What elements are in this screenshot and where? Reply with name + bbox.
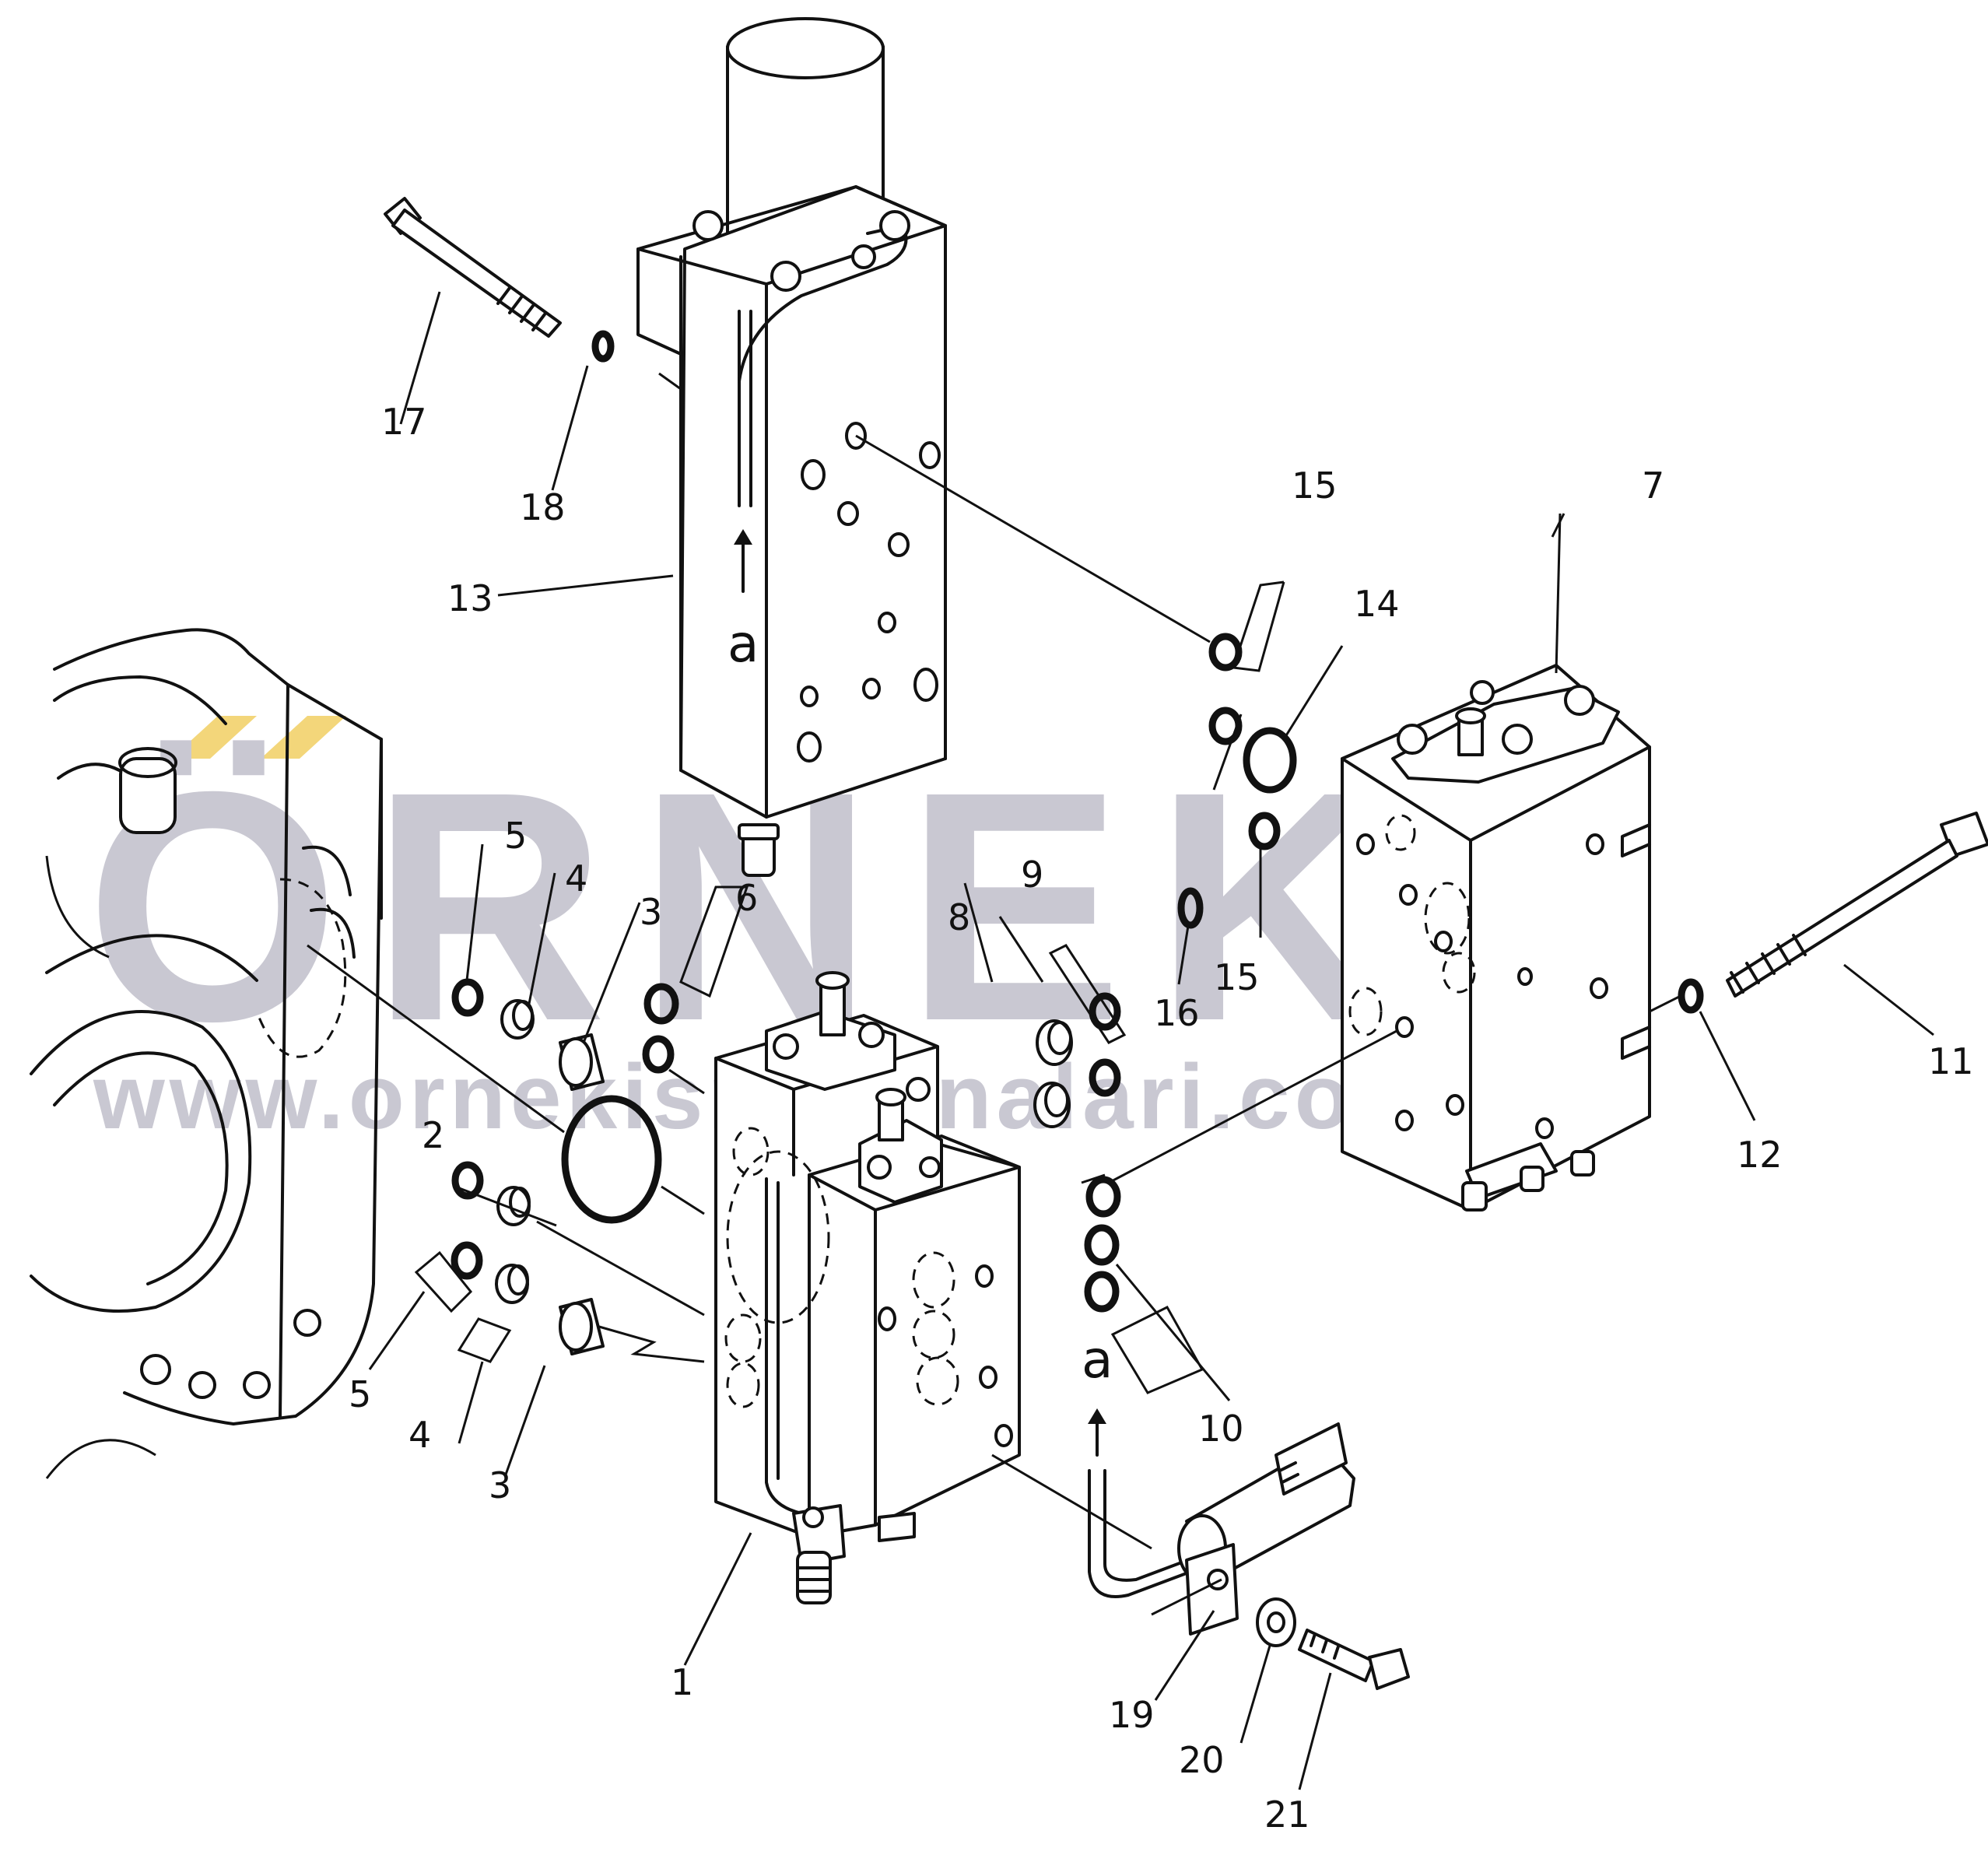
- callout-8: 8: [948, 896, 970, 938]
- callout-13: 13: [447, 577, 493, 619]
- bolt-11: [1678, 812, 1988, 1014]
- callout-20: 20: [1179, 1739, 1225, 1781]
- callout-18: 18: [520, 486, 566, 528]
- right-valve-block: [1341, 664, 1651, 1212]
- callout-17: 17: [381, 401, 427, 443]
- callout-6: 6: [735, 877, 758, 919]
- connection-mark-lower: a: [1082, 1330, 1113, 1390]
- callout-16: 16: [1154, 992, 1200, 1034]
- watermark-accent-mark: [261, 716, 346, 759]
- callout-10: 10: [1198, 1408, 1244, 1450]
- callout-7: 7: [1642, 465, 1664, 507]
- leader-lines: [307, 291, 1934, 1790]
- callout-labels: 17 18 13 15 14 7 5 4 3 6 8 9 16 15 11 12…: [349, 401, 1974, 1836]
- callout-4-lower: 4: [408, 1414, 431, 1456]
- callout-3-upper: 3: [640, 891, 662, 933]
- callout-5-lower: 5: [349, 1373, 371, 1415]
- callout-3-lower: 3: [489, 1464, 511, 1506]
- callout-19: 19: [1109, 1694, 1155, 1736]
- callout-4-upper: 4: [565, 857, 587, 899]
- watermark-accent-mark: [171, 716, 257, 759]
- callout-1: 1: [671, 1661, 693, 1703]
- callout-11: 11: [1928, 1040, 1974, 1082]
- callout-21: 21: [1264, 1794, 1310, 1836]
- callout-5-upper: 5: [504, 815, 527, 857]
- callout-2: 2: [422, 1114, 444, 1156]
- callout-9: 9: [1021, 854, 1043, 896]
- sensor-assembly: a: [1082, 1330, 1410, 1690]
- bolt-17: [384, 197, 615, 363]
- lower-valve-block: [714, 971, 1021, 1604]
- o-rings-and-fittings: [451, 633, 1297, 1355]
- callout-15-lower: 15: [1214, 956, 1260, 998]
- callout-14: 14: [1354, 583, 1400, 625]
- upper-solenoid-valve: a: [636, 17, 947, 877]
- callout-15-top: 15: [1292, 465, 1338, 507]
- connection-mark-upper: a: [728, 614, 759, 674]
- callout-12: 12: [1737, 1134, 1783, 1176]
- pump-housing: [30, 628, 383, 1479]
